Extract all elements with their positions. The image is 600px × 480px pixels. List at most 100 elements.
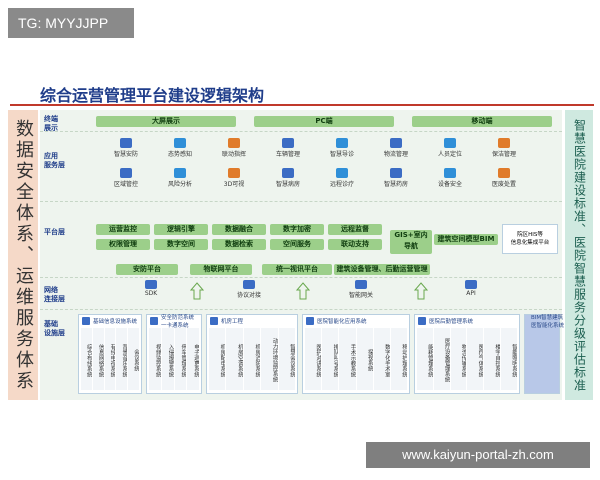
his-platform-box: 院区HIS等 信息化集成平台 <box>502 224 558 254</box>
app-item: 态势感知 <box>158 138 202 158</box>
app-item: 风险分析 <box>158 168 202 188</box>
app-item: 智慧药房 <box>374 168 418 188</box>
system-group-header: 医院后勤管理系统 <box>415 315 519 327</box>
system-column: 探视系统 <box>356 328 373 390</box>
system-group-header: BIM智慧建筑 医智能化系统 <box>525 315 564 329</box>
arrow-up-icon <box>190 282 204 300</box>
platform-bottom-iot: 物联网平台 <box>190 264 252 275</box>
system-column: 视频监控系统 <box>149 328 161 390</box>
platform-layer-label: 平台层 <box>44 228 65 236</box>
channel-tag: TG: MYYJJPP <box>8 8 134 38</box>
app-item-label: 风险分析 <box>167 181 192 188</box>
system-column: 动力环境监控系统 <box>261 328 278 390</box>
app-icon <box>120 138 132 148</box>
terminal-item-bigscreen: 大屏展示 <box>96 116 236 127</box>
platform-bottom-building: 建筑设备管理、后勤运营管理 <box>334 264 430 275</box>
system-group-title: 机房工程 <box>221 319 244 325</box>
infrastructure-layer-label: 基础 设施层 <box>44 320 65 337</box>
app-item-label: 远程诊疗 <box>329 181 354 188</box>
app-item-label: 车辆管理 <box>275 151 300 158</box>
app-item: 远程诊疗 <box>320 168 364 188</box>
system-column: 能耗管理系统 <box>417 328 433 390</box>
system-column: 会议系统 <box>128 328 139 390</box>
app-icon <box>444 138 456 148</box>
left-sidebar-text: 数据安全体系、运维服务体系 <box>13 118 34 392</box>
system-group-header: 安全防范系统 一卡通系统 <box>147 315 201 329</box>
system-column: 电子巡更系统 <box>187 328 199 390</box>
platform-grid-item: 数据融合 <box>212 224 266 235</box>
network-item-api-label: API <box>466 290 476 297</box>
api-icon <box>465 280 477 289</box>
terminal-layer: 终端 展示 大屏展示 PC端 移动端 <box>40 110 562 132</box>
app-icon <box>336 168 348 178</box>
system-icon <box>150 317 158 325</box>
app-item-label: 3D可视 <box>223 181 245 188</box>
system-column: 综合布线系统 <box>81 328 92 390</box>
platform-grid-item: 远程监督 <box>328 224 382 235</box>
system-column: 医护对讲系统 <box>305 328 322 390</box>
platform-grid-item: 权限管理 <box>96 239 150 250</box>
network-item-protocol: 协议对接 <box>224 280 274 299</box>
platform-grid-item: 数字加密 <box>270 224 324 235</box>
gis-navigation-box: GIS+室内 导航 <box>390 230 432 254</box>
protocol-icon <box>243 280 255 289</box>
title-underline <box>10 104 594 106</box>
app-item: 3D可视 <box>212 168 256 188</box>
app-icon <box>228 168 240 178</box>
system-column: 背景音乐系统 <box>116 328 128 390</box>
base-system-group: 基础信息设施系统综合布线系统信息网络系统有线电视系统背景音乐系统会议系统 <box>78 314 142 394</box>
app-icon <box>444 168 456 178</box>
gateway-icon <box>355 280 367 289</box>
system-column: 手术示教系统 <box>339 328 356 390</box>
system-group-title: 医院后勤管理系统 <box>429 319 474 325</box>
app-layer: 应用 服务层 智慧安防态势感知联动指挥车辆管理智慧导诊物流管理人员定位保洁管理区… <box>40 132 562 202</box>
network-item-sdk: SDK <box>126 280 176 297</box>
app-icon <box>174 138 186 148</box>
platform-layer: 平台层 GIS+室内 导航 建筑空间模型BIM 院区HIS等 信息化集成平台 安… <box>40 202 562 278</box>
app-icon <box>120 168 132 178</box>
app-item-label: 物流管理 <box>383 151 408 158</box>
system-column: 机房配电系统 <box>209 328 226 390</box>
terminal-item-mobile: 移动端 <box>412 116 552 127</box>
app-icon <box>336 138 348 148</box>
system-group-title: 安全防范系统 一卡通系统 <box>161 315 195 329</box>
right-sidebar-bar: 智慧医院建设标准、医院智慧服务分级评估标准 <box>565 110 593 400</box>
system-column: 医疗设备管理系统 <box>433 328 450 390</box>
network-layer: 网络 连接层 SDK 协议对接 智能网关 API <box>40 278 562 310</box>
network-item-api: API <box>446 280 496 297</box>
app-item-label: 医废处置 <box>491 181 516 188</box>
system-column: 楼宇自控系统 <box>484 328 501 390</box>
base-system-group: 机房工程机房配电系统机房空调系统机房消防系统动力环境监控系统智慧会议系统 <box>206 314 298 394</box>
app-item-label: 人员定位 <box>437 151 462 158</box>
app-item: 车辆管理 <box>266 138 310 158</box>
system-icon <box>306 317 314 325</box>
app-item-label: 区域管控 <box>113 181 138 188</box>
app-item: 人员定位 <box>428 138 472 158</box>
system-column: 移动护理系统 <box>390 328 408 390</box>
base-system-group: 安全防范系统 一卡通系统视频监控系统入侵报警系统停车管理系统电子巡更系统 <box>146 314 202 394</box>
system-group-header: 机房工程 <box>207 315 297 327</box>
app-icon <box>228 138 240 148</box>
app-item: 智慧病房 <box>266 168 310 188</box>
system-column: 数字化手术室 <box>373 328 390 390</box>
app-item-label: 态势感知 <box>167 151 192 158</box>
app-icon <box>282 168 294 178</box>
system-column: 机房空调系统 <box>226 328 243 390</box>
system-column: 有线电视系统 <box>104 328 116 390</box>
app-item: 智慧安防 <box>104 138 148 158</box>
arrow-up-icon <box>296 282 310 300</box>
terminal-item-pc: PC端 <box>254 116 394 127</box>
app-item: 智慧导诊 <box>320 138 364 158</box>
app-icon <box>390 168 402 178</box>
system-group-title: 基础信息设施系统 <box>93 319 138 325</box>
network-item-gateway-label: 智能网关 <box>348 292 373 299</box>
infrastructure-layer: 基础 设施层 基础信息设施系统综合布线系统信息网络系统有线电视系统背景音乐系统会… <box>40 310 564 400</box>
system-group-header: 医院智能化应用系统 <box>303 315 409 327</box>
app-item: 联动指挥 <box>212 138 256 158</box>
app-item-label: 保洁管理 <box>491 151 516 158</box>
system-group-title: 医院智能化应用系统 <box>317 319 367 325</box>
network-item-protocol-label: 协议对接 <box>236 292 261 299</box>
app-item-label: 联动指挥 <box>221 151 246 158</box>
app-item: 设备安全 <box>428 168 472 188</box>
app-icon <box>174 168 186 178</box>
